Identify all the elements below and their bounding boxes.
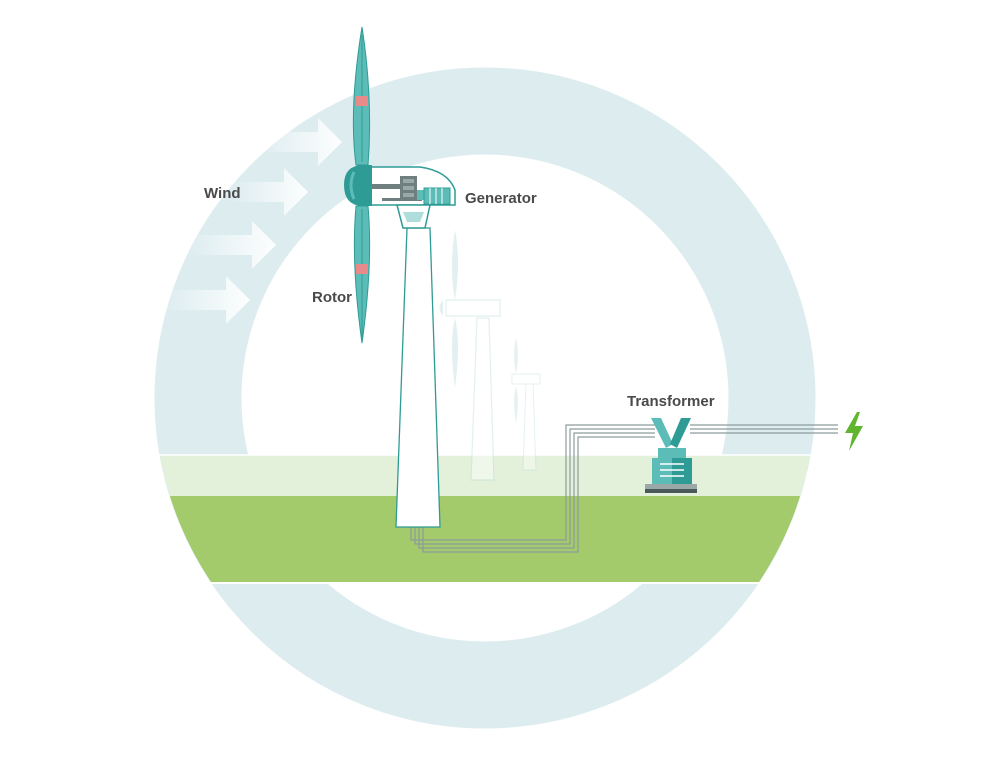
- generator-icon: [417, 187, 451, 205]
- ground-light-band: [155, 455, 815, 497]
- turbine-tower: [395, 227, 441, 528]
- rotor-label: Rotor: [312, 289, 352, 306]
- rotor-blades: [352, 26, 371, 344]
- ground: [155, 455, 815, 582]
- transformer-icon: [645, 418, 697, 493]
- ground-green-band: [155, 496, 815, 582]
- rotor-hub: [344, 165, 372, 206]
- wind-arrow-icon: [162, 118, 342, 324]
- background-ring: [154, 67, 816, 729]
- transformer-label: Transformer: [627, 393, 715, 410]
- wind-label: Wind: [204, 185, 241, 202]
- background-turbine-large: [439, 230, 501, 481]
- background-turbine-small: [511, 338, 541, 471]
- gearbox: [366, 176, 422, 201]
- generator-label: Generator: [465, 190, 537, 207]
- lightning-bolt-icon: [845, 412, 863, 451]
